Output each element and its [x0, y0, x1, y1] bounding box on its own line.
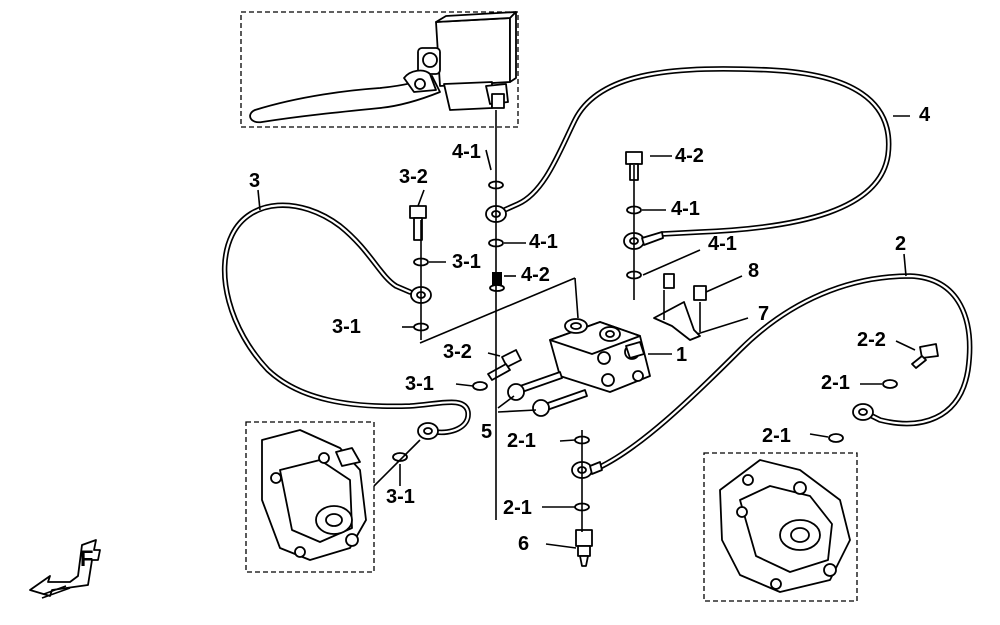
callout-3-2: 3-2	[399, 166, 428, 188]
brake-hose-2	[595, 273, 973, 471]
hydraulic-unit	[549, 318, 651, 393]
callout-4-1: 4-1	[452, 141, 481, 163]
brake-hose-3	[221, 202, 471, 436]
callout-4-2: 4-2	[521, 264, 550, 286]
callout-3-1: 3-1	[332, 316, 361, 338]
banjo-bolts	[409, 151, 939, 381]
callout-3-1: 3-1	[452, 251, 481, 273]
leader-lines	[257, 110, 916, 549]
callout-4: 4	[919, 104, 931, 126]
mounting-bolts	[507, 371, 588, 417]
master-cylinder-box	[240, 11, 519, 128]
callout-3-1: 3-1	[405, 373, 434, 395]
callout-3-1: 3-1	[386, 486, 415, 508]
callout-3: 3	[249, 170, 260, 192]
callout-3-2: 3-2	[443, 341, 472, 363]
callout-2-1: 2-1	[503, 497, 532, 519]
callout-6: 6	[518, 533, 529, 555]
callout-1: 1	[676, 344, 687, 366]
callout-2: 2	[895, 233, 906, 255]
callout-8: 8	[748, 260, 759, 282]
callout-4-1: 4-1	[671, 198, 700, 220]
callout-2-2: 2-2	[857, 329, 886, 351]
master-cylinder	[417, 11, 517, 111]
front-direction-mark: F	[29, 539, 101, 599]
mounting-bracket	[653, 273, 707, 341]
callout-7: 7	[758, 303, 769, 325]
brake-lever	[249, 69, 441, 124]
left-caliper-box	[245, 421, 375, 573]
callout-4-2: 4-2	[675, 145, 704, 167]
direction-letter: F	[80, 546, 93, 571]
brake-fitting	[575, 529, 593, 567]
callout-4-1: 4-1	[708, 233, 737, 255]
callout-2-1: 2-1	[507, 430, 536, 452]
callout-2-1: 2-1	[762, 425, 791, 447]
right-caliper	[719, 459, 851, 593]
callout-5: 5	[481, 421, 492, 443]
brake-hose-4	[497, 66, 892, 237]
callout-4-1: 4-1	[529, 231, 558, 253]
callout-labels: 1 2 2-1 2-1 2-1 2-1 2-2 3 3-1 3-1 3-1 3-…	[249, 104, 931, 555]
callout-2-1: 2-1	[821, 372, 850, 394]
right-caliper-box	[703, 452, 858, 602]
left-caliper	[261, 429, 367, 561]
